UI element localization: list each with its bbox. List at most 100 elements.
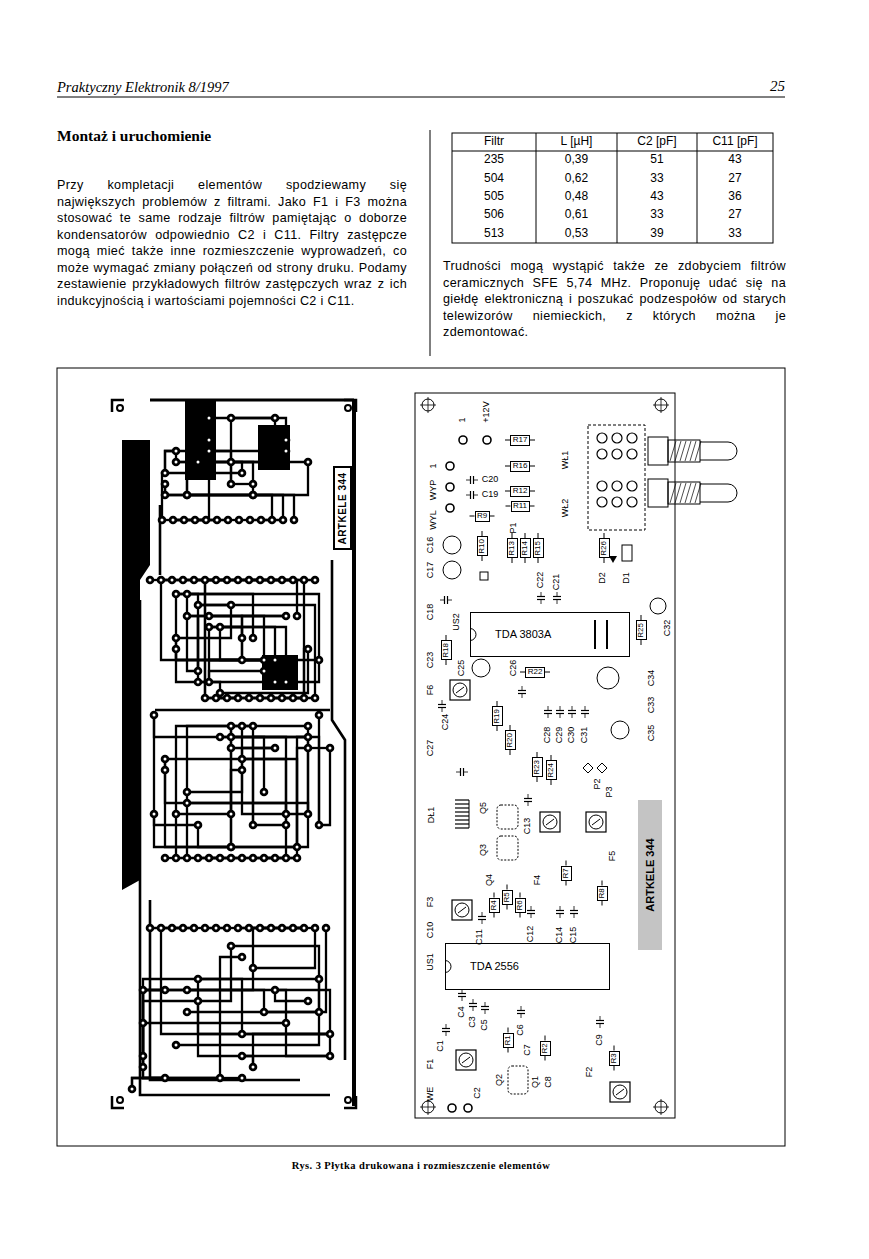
pcb-trace [286, 1023, 330, 1056]
solder-pad [227, 854, 236, 863]
corner-mark [344, 400, 356, 412]
pad-hole [318, 659, 321, 662]
part-label: C29 [555, 727, 565, 744]
solder-pad [183, 491, 192, 500]
pcb-trace [150, 399, 354, 402]
switch-pin [612, 433, 622, 443]
resistor-lead [545, 672, 550, 673]
pad-hole [237, 927, 240, 930]
potentiometer-symbol [480, 572, 488, 580]
solder-pad [282, 1019, 291, 1028]
pad-hole [186, 593, 189, 596]
pad-hole [175, 1044, 178, 1047]
solder-pad [161, 986, 170, 995]
resistor-box: R18 [441, 640, 452, 660]
resistor-box: R4 [489, 898, 500, 913]
pad-hole [175, 461, 178, 464]
capacitor-symbol [485, 1010, 486, 1015]
pad-hole [219, 736, 222, 739]
pad-hole [197, 670, 200, 673]
resistor-lead [520, 913, 521, 918]
solder-pad [212, 576, 221, 585]
choke-symbol [455, 815, 469, 816]
trimmer-symbol [597, 763, 607, 773]
pad-hole [263, 670, 266, 673]
pad-hole [219, 1077, 222, 1080]
solder-pad [238, 634, 247, 643]
solder-pad [183, 612, 192, 621]
corner-mark [112, 400, 124, 412]
pad-hole [186, 615, 189, 618]
pad-hole [259, 927, 262, 930]
solder-pad [238, 1030, 247, 1039]
pad-hole [252, 857, 255, 860]
pad-hole [230, 813, 233, 816]
pcb-trace [161, 927, 194, 929]
pad-hole [292, 927, 295, 930]
electrolytic-capacitor [443, 536, 461, 554]
solder-pad [315, 711, 324, 720]
table-cell: 27 [728, 172, 741, 185]
pcb-trace [231, 770, 242, 847]
pcb-trace [143, 1023, 286, 1056]
switch-pin [597, 497, 607, 507]
solder-pad [172, 458, 181, 467]
pad-hole [164, 758, 167, 761]
transistor-outline [497, 836, 518, 860]
corner-mark [117, 405, 123, 411]
resistor-box: R12 [510, 486, 530, 497]
pcb-trace [253, 928, 315, 968]
solder-pad [172, 854, 181, 863]
pad-hole [285, 1022, 288, 1025]
solder-pad [183, 799, 192, 808]
solder-pad [315, 975, 324, 984]
choke-symbol [455, 803, 469, 804]
solder-pad [268, 516, 277, 525]
component-text: R19 [493, 709, 502, 724]
table-cell: 27 [728, 209, 741, 222]
pcb-trace [282, 697, 315, 699]
part-label: C16 [426, 537, 436, 554]
resistor-lead [538, 558, 539, 563]
filter-coil [540, 812, 560, 832]
capacitor-symbol [482, 920, 483, 925]
resistor-box: R22 [525, 667, 545, 678]
solder-pad [326, 1052, 335, 1061]
solder-pad [271, 744, 280, 753]
capacitor-symbol [522, 694, 523, 699]
pad-hole [219, 857, 222, 860]
pcb-trace [297, 748, 308, 847]
header-rule [57, 97, 785, 98]
solder-pad [256, 694, 265, 703]
capacitor-symbol [560, 714, 561, 719]
pcb-trace [187, 979, 319, 1012]
resistor-box: R10 [477, 536, 488, 556]
pad-hole [282, 519, 285, 522]
pad-hole [307, 1000, 310, 1003]
pad-hole [307, 747, 310, 750]
component-text: R22 [528, 668, 543, 677]
pcb-trace [205, 580, 315, 698]
resistor-box: R1 [503, 1033, 514, 1048]
table-cell: 51 [650, 154, 663, 167]
pcb-trace [187, 770, 242, 792]
pad-hole [197, 681, 200, 684]
diode-symbol [622, 545, 632, 561]
solder-pad [271, 854, 280, 863]
pcb-trace [198, 462, 242, 473]
ground-plane [122, 440, 150, 890]
filter-coil [546, 819, 554, 825]
pad-hole [230, 483, 233, 486]
solder-pad [168, 576, 177, 585]
component-text: R25 [637, 623, 646, 638]
pad-hole [230, 945, 233, 948]
part-label: C14 [555, 927, 565, 944]
solder-pad [194, 667, 203, 676]
resistor-box: R11 [511, 501, 530, 512]
resistor-lead [545, 1056, 546, 1061]
solder-pad [227, 942, 236, 951]
pcb-trace [161, 928, 330, 1034]
pad-hole [263, 791, 266, 794]
part-label: 1 [458, 417, 468, 422]
part-label: US1 [426, 953, 436, 971]
